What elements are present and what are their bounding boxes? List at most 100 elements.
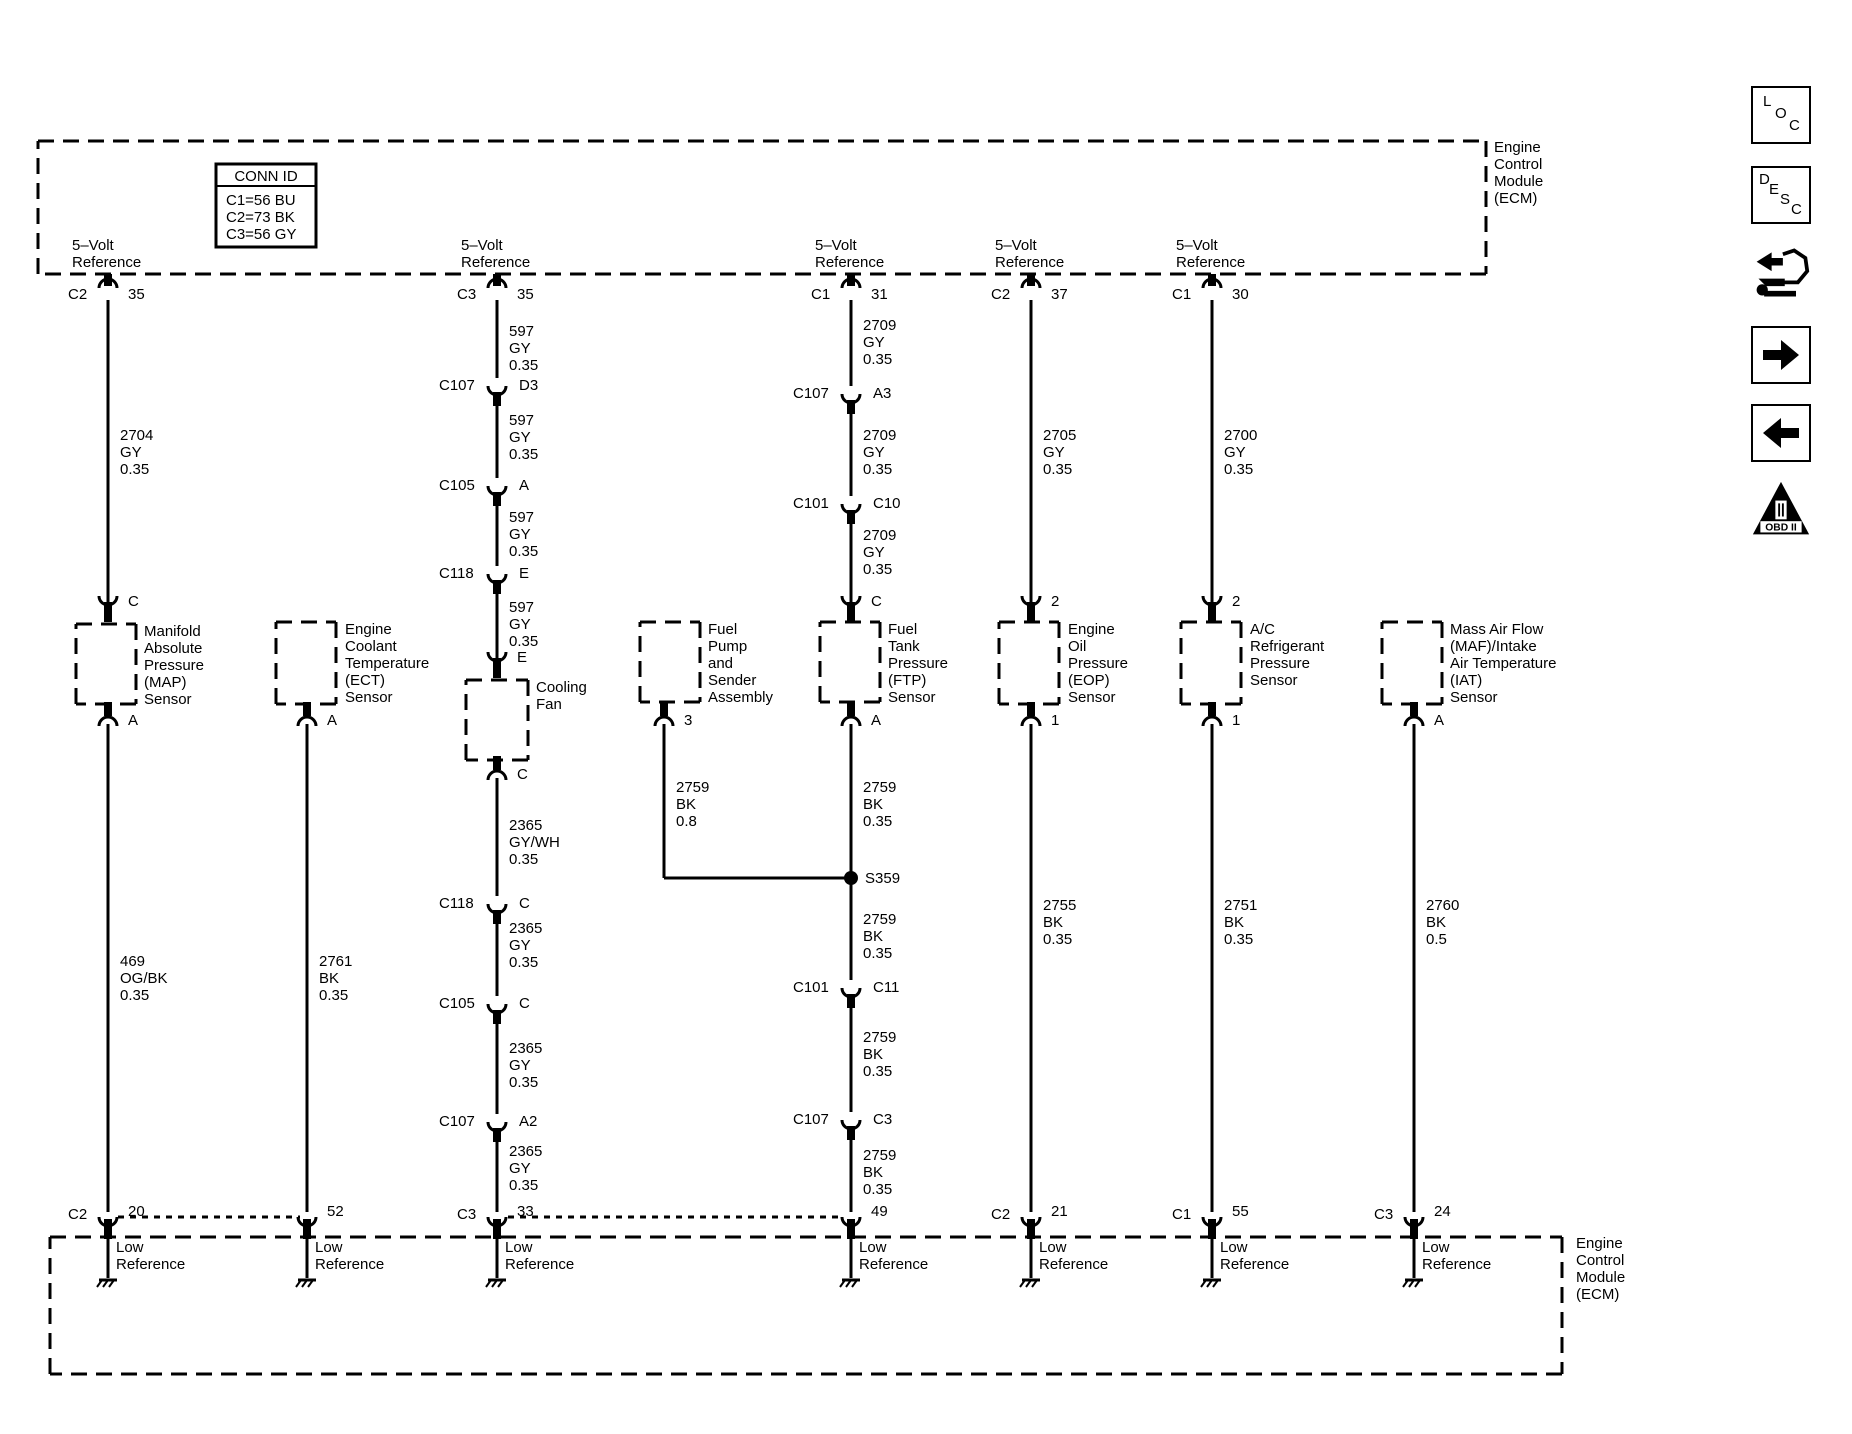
ect-sensor-label: Engine [345, 621, 392, 638]
wire-spec: 0.35 [1043, 461, 1072, 478]
low-reference-label: Reference [315, 1256, 384, 1273]
loc-letter-o: O [1775, 105, 1787, 122]
wire-spec: BK [863, 928, 883, 945]
inline-connector-id: C107 [439, 377, 475, 394]
ground-symbol [1414, 1279, 1421, 1288]
ground-symbol [1019, 1279, 1026, 1288]
ftp-sensor-bottom-pin: A [871, 712, 881, 729]
connector-pin [847, 602, 855, 622]
connector-pin [1027, 602, 1035, 622]
description-button[interactable]: D E S C [1751, 166, 1811, 224]
wire-spec: BK [1043, 914, 1063, 931]
wire-spec: BK [1426, 914, 1446, 931]
connector-pin [104, 1219, 112, 1239]
map-sensor-label: (MAP) [144, 674, 187, 691]
inline-connector-id: C107 [793, 385, 829, 402]
connector-pin [493, 580, 501, 594]
wire-spec: 2759 [863, 911, 896, 928]
five-volt-reference-label: 5–Volt [72, 237, 115, 254]
connector-symbol [296, 715, 318, 727]
loc-letter-c: C [1789, 117, 1800, 134]
wire-spec: 0.35 [863, 945, 892, 962]
ground-symbol [96, 1279, 103, 1288]
connector-symbol [840, 715, 862, 727]
maf-sensor-bottom-pin: A [1434, 712, 1444, 729]
low-reference-label: Reference [1422, 1256, 1491, 1273]
ftp-sensor-top-pin: C [871, 593, 882, 610]
ftp-sensor-label: Fuel [888, 621, 917, 638]
wire-spec: 0.35 [120, 987, 149, 1004]
inline-pin-id: C10 [873, 495, 901, 512]
connector-symbol [1201, 715, 1223, 727]
wire-spec: GY [863, 544, 885, 561]
schematic-button[interactable] [1751, 244, 1811, 302]
five-volt-reference-label: Reference [815, 254, 884, 271]
connector-pin [104, 602, 112, 622]
fuel-pump-sensor-label: Pump [708, 638, 747, 655]
ground-symbol [1206, 1279, 1213, 1288]
connector-pin [493, 392, 501, 406]
bottom-connector-id: C3 [1374, 1206, 1393, 1223]
ftp-sensor-label: Tank [888, 638, 920, 655]
inline-connector-id: C101 [793, 495, 829, 512]
connector-pin [1208, 274, 1216, 286]
low-reference-label: Reference [505, 1256, 574, 1273]
connector-pin [104, 702, 112, 716]
desc-letter-s: S [1780, 191, 1790, 208]
maf-sensor-label: Mass Air Flow [1450, 621, 1544, 638]
next-page-button[interactable] [1751, 326, 1811, 384]
fan-sensor-bottom-pin: C [517, 766, 528, 783]
bottom-connector-id: C3 [457, 1206, 476, 1223]
ecm-bottom-label: Module [1576, 1269, 1625, 1286]
fan-sensor-label: Cooling [536, 679, 587, 696]
conn-id-line: C1=56 BU [226, 192, 296, 209]
fuel-pump-sensor-label: Fuel [708, 621, 737, 638]
conn-id-line: C2=73 BK [226, 209, 295, 226]
inline-connector-id: C107 [439, 1113, 475, 1130]
wire-spec: GY [1224, 444, 1246, 461]
ecm-top-label: Module [1494, 173, 1543, 190]
wire-spec: BK [863, 796, 883, 813]
five-volt-reference-label: Reference [72, 254, 141, 271]
splice-id: S359 [865, 870, 900, 887]
inline-connector-id: C101 [793, 979, 829, 996]
wire-spec: 597 [509, 412, 534, 429]
wire-spec: 2760 [1426, 897, 1459, 914]
ect-sensor-label: Sensor [345, 689, 393, 706]
obd-ii-warning-icon: OBD II [1752, 481, 1810, 535]
map-sensor-label: Absolute [144, 640, 202, 657]
wire-spec: BK [676, 796, 696, 813]
wire-spec: GY [120, 444, 142, 461]
arrow-left-icon [1763, 418, 1799, 448]
five-volt-reference-label: Reference [461, 254, 530, 271]
five-volt-reference-label: 5–Volt [995, 237, 1038, 254]
wire-spec: 0.35 [863, 813, 892, 830]
ground-symbol [1402, 1279, 1409, 1288]
maf-sensor-label: (IAT) [1450, 672, 1482, 689]
wire-spec: 0.35 [509, 1074, 538, 1091]
location-button[interactable]: L O C [1751, 86, 1811, 144]
connector-pin [660, 702, 668, 716]
previous-page-button[interactable] [1751, 404, 1811, 462]
wire-spec: 2709 [863, 527, 896, 544]
wire-spec: 0.35 [120, 461, 149, 478]
inline-connector-id: C118 [439, 565, 474, 582]
desc-letter-e: E [1769, 181, 1779, 198]
wire-spec: OG/BK [120, 970, 168, 987]
five-volt-reference-label: Reference [1176, 254, 1245, 271]
wire-spec: GY [509, 1160, 531, 1177]
low-reference-label: Low [1039, 1239, 1067, 1256]
ground-symbol [491, 1279, 498, 1288]
bottom-pin-number: 52 [327, 1203, 344, 1220]
desc-letter-d: D [1759, 171, 1770, 188]
top-pin-number: 35 [128, 286, 145, 303]
wire-spec: 0.35 [509, 446, 538, 463]
connector-pin [1208, 702, 1216, 716]
wire-spec: 2365 [509, 1143, 542, 1160]
low-reference-label: Low [315, 1239, 343, 1256]
fan-sensor-top-pin: E [517, 649, 527, 666]
wire-spec: GY [509, 616, 531, 633]
obd-ii-button[interactable]: OBD II [1751, 480, 1811, 538]
low-reference-label: Low [1220, 1239, 1248, 1256]
top-connector-id: C2 [991, 286, 1010, 303]
